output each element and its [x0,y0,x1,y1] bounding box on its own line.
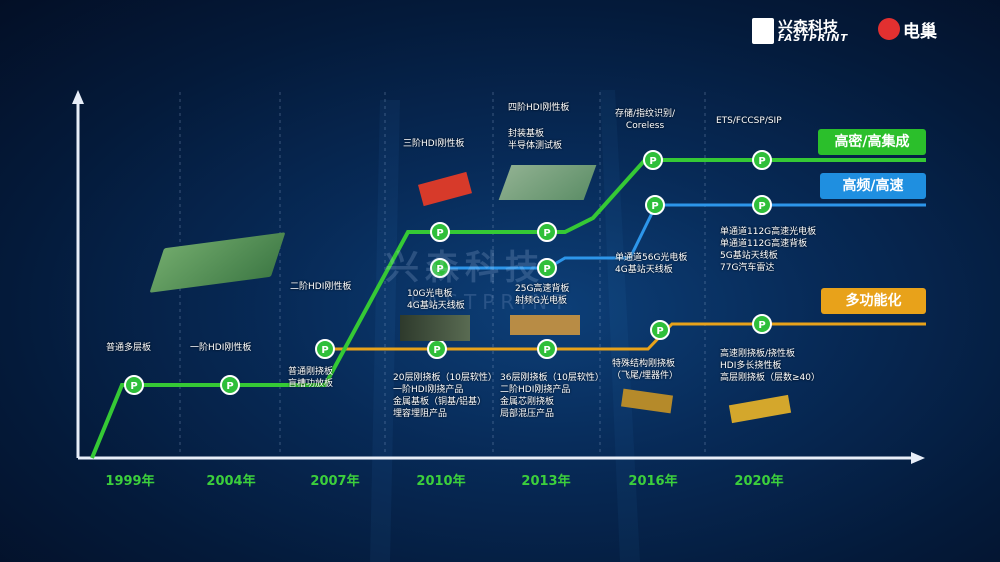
brand-logo [752,18,774,44]
p-badge-icon [752,314,772,334]
label-2016-bottom: 特殊结构刚挠板 （飞尾/埋器件） [612,359,679,381]
year-label: 1999年 [105,474,155,489]
p-badge-glyph: P [543,264,550,275]
year-label: 2020年 [734,474,784,489]
track-tag-high-density: 高密/高集成 [818,129,926,155]
watermark-en: FASTPRINT [410,290,572,314]
p-badge-icon [430,258,450,278]
p-badge-icon [220,375,240,395]
label-2013-top: 四阶HDI刚性板 [508,103,570,113]
year-label: 2004年 [206,474,256,489]
p-badge-icon [124,375,144,395]
p-badge-icon [537,222,557,242]
label-2010-bottom: 20层刚挠板（10层软性） 一阶HDI刚挠产品 金属基板（铜基/铝基） 埋容埋阻… [393,373,497,419]
label-2020-bottom: 高速刚挠板/挠性板 HDI多长挠性板 高层刚挠板（层数≥40） [720,349,820,383]
axes [72,90,925,464]
label-2016-mid: 单通道56G光电板 4G基站天线板 [615,253,688,275]
p-badge-glyph: P [543,228,550,239]
label-2004: 一阶HDI刚性板 [190,343,252,353]
p-badge-glyph: P [758,156,765,167]
p-badge-glyph: P [656,326,663,337]
p-badge-glyph: P [436,264,443,275]
watermark-cn: 兴森科技 [385,248,545,288]
period-dividers [179,92,706,455]
p-badge-icon [315,339,335,359]
p-badge-icon [643,150,663,170]
label-2020-mid: 单通道112G高速光电板 单通道112G高速背板 5G基站天线板 77G汽车雷达 [720,227,817,273]
p-badge-glyph: P [651,201,658,212]
year-label: 2007年 [310,474,360,489]
label-2007-bottom: 普通刚挠板 盲槽功放板 [288,367,334,389]
p-badge-glyph: P [758,201,765,212]
milestone-nodes: P P P P P P P P P P P P P P P [124,150,772,395]
p-badge-glyph: P [433,345,440,356]
p-badge-glyph: P [758,320,765,331]
year-label: 2010年 [416,474,466,489]
p-badge-glyph: P [226,381,233,392]
p-badge-glyph: P [321,345,328,356]
pcb-thumbnail-2010-module [400,315,470,341]
p-badge-icon [537,339,557,359]
label-2013-bottom: 36层刚挠板（10层软性） 二阶HDI刚挠产品 金属芯刚挠板 局部混压产品 [500,373,604,419]
year-label: 2013年 [521,474,571,489]
green-track [90,158,926,459]
label-2013-mid: 25G高速背板 射频G光电板 [515,284,570,306]
p-badge-icon [430,222,450,242]
p-badge-glyph: P [649,156,656,167]
label-2016-top: 存储/指纹识别/ Coreless [615,109,676,131]
p-badge-icon [537,258,557,278]
label-2013-top2: 封装基板 半导体测试板 [508,129,563,151]
p-badge-icon [752,150,772,170]
p-badge-glyph: P [436,228,443,239]
partner-name: 电巢 [903,22,937,42]
p-badge-icon [645,195,665,215]
partner-logo-icon [878,18,900,40]
label-1999: 普通多层板 [106,343,152,353]
brand-name-en: FASTPRINT [778,33,849,44]
pcb-thumbnail-2013-backplane [510,315,580,335]
label-2010-top: 三阶HDI刚性板 [403,139,465,149]
year-label: 2016年 [628,474,678,489]
label-2010-mid: 10G光电板 4G基站天线板 [407,289,465,311]
track-tag-high-speed: 高频/高速 [820,173,926,199]
p-badge-icon [752,195,772,215]
p-badge-glyph: P [543,345,550,356]
p-badge-glyph: P [130,381,137,392]
p-badge-icon [650,320,670,340]
label-2007-top: 二阶HDI刚性板 [290,282,352,292]
brand-name-cn: 兴森科技 [778,18,839,36]
label-2020-top: ETS/FCCSP/SIP [716,116,782,126]
pcb-thumbnail-2013-substrate [498,165,597,200]
blue-track [440,203,926,270]
track-tag-multifunction: 多功能化 [821,288,926,314]
